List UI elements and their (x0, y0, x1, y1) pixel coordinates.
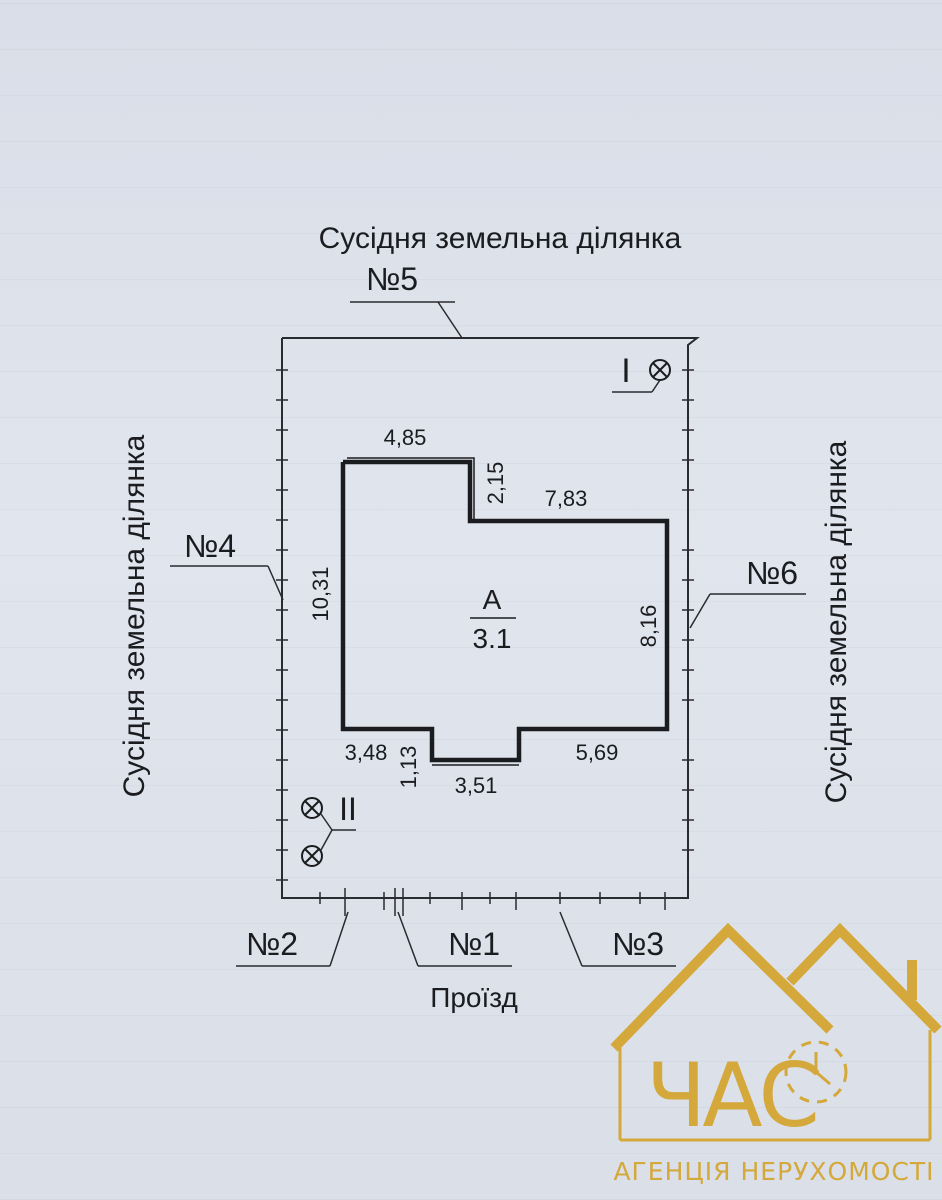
agency-logo: ЧАС (610, 922, 942, 1147)
marker-two-symbol (301, 797, 356, 867)
dimension-bottom-right-width: 5,69 (576, 740, 619, 765)
right-neighbor-label: Сусідня земельна ділянка (820, 440, 853, 803)
marker-two-label: II (339, 791, 357, 827)
driveway-label: Проїзд (430, 982, 518, 1013)
bottom-left-number-label: №2 (246, 926, 298, 962)
bottom-right-number-pointer (559, 911, 583, 967)
plot-boundary (281, 337, 700, 899)
bottom-right-number-label: №3 (612, 926, 664, 962)
building-wall-inner-line (347, 457, 475, 521)
dimension-left-height: 10,31 (308, 566, 333, 621)
house-roof-icon (610, 922, 942, 1052)
left-boundary-ticks (276, 369, 288, 881)
dimension-porch-width: 3,51 (455, 773, 498, 798)
building-letter: А (483, 584, 502, 615)
top-number-pointer (437, 301, 463, 339)
left-number-pointer (267, 565, 284, 601)
left-number-label: №4 (184, 528, 236, 564)
logo-caption: АГЕНЦІЯ НЕРУХОМОСТІ (613, 1157, 935, 1186)
dimension-porch-height: 1,13 (396, 746, 421, 789)
dimension-step-height: 2,15 (483, 462, 508, 505)
marker-one-symbol (612, 359, 671, 393)
top-neighbor-label: Сусідня земельна ділянка (319, 222, 682, 255)
right-number-pointer (689, 593, 711, 629)
building-outline (340, 459, 670, 763)
bottom-boundary-ticks (319, 888, 666, 916)
right-number-label: №6 (746, 555, 798, 591)
bottom-left-number-pointer (329, 911, 349, 967)
bottom-mid-number-label: №1 (448, 926, 500, 962)
right-boundary-ticks (682, 369, 694, 851)
dimension-bottom-left-width: 3,48 (345, 740, 388, 765)
clock-icon (784, 1040, 848, 1104)
dimension-right-height: 8,16 (636, 605, 661, 648)
dimension-right-top-width: 7,83 (545, 486, 588, 511)
building-code: 3.1 (473, 623, 512, 654)
logo-frame-lines (618, 1030, 932, 1142)
marker-one-label: I (621, 352, 630, 390)
dimension-top-width: 4,85 (384, 425, 427, 450)
logo-wordmark: ЧАС (646, 1044, 816, 1147)
top-number-label: №5 (366, 261, 418, 297)
left-neighbor-label: Сусідня земельна ділянка (118, 434, 151, 797)
bottom-mid-number-pointer (397, 911, 419, 967)
